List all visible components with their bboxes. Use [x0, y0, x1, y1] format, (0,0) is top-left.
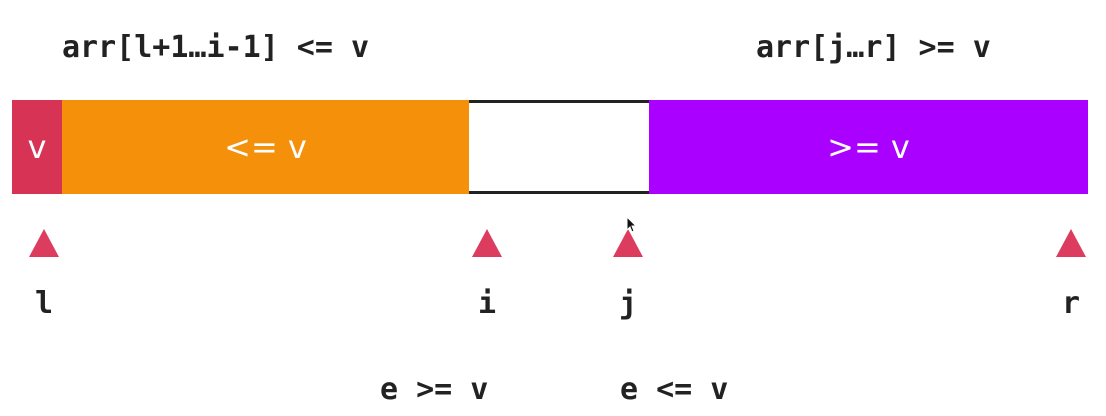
greater-equal-segment: >= v [649, 100, 1088, 194]
pointer-i-label: i [478, 286, 497, 321]
condition-j-label: e <= v [620, 372, 729, 407]
condition-i-label: e >= v [380, 372, 489, 407]
pointer-r-triangle-icon [1056, 229, 1086, 257]
pointer-l-triangle-icon [29, 229, 59, 257]
pointer-i-triangle-icon [472, 229, 502, 257]
right-range-label: arr[j…r] >= v [756, 30, 991, 65]
pointer-j-label: j [619, 286, 638, 321]
pointer-r-label: r [1062, 286, 1081, 321]
less-equal-segment: <= v [62, 100, 469, 194]
pivot-segment: v [12, 100, 62, 194]
array-bar: v <= v >= v [12, 100, 1088, 194]
unprocessed-segment [469, 100, 649, 194]
pointer-j-triangle-icon [613, 229, 643, 257]
mouse-cursor-icon [626, 216, 638, 233]
pointer-l-label: l [35, 286, 54, 321]
left-range-label: arr[l+1…i-1] <= v [62, 30, 370, 65]
